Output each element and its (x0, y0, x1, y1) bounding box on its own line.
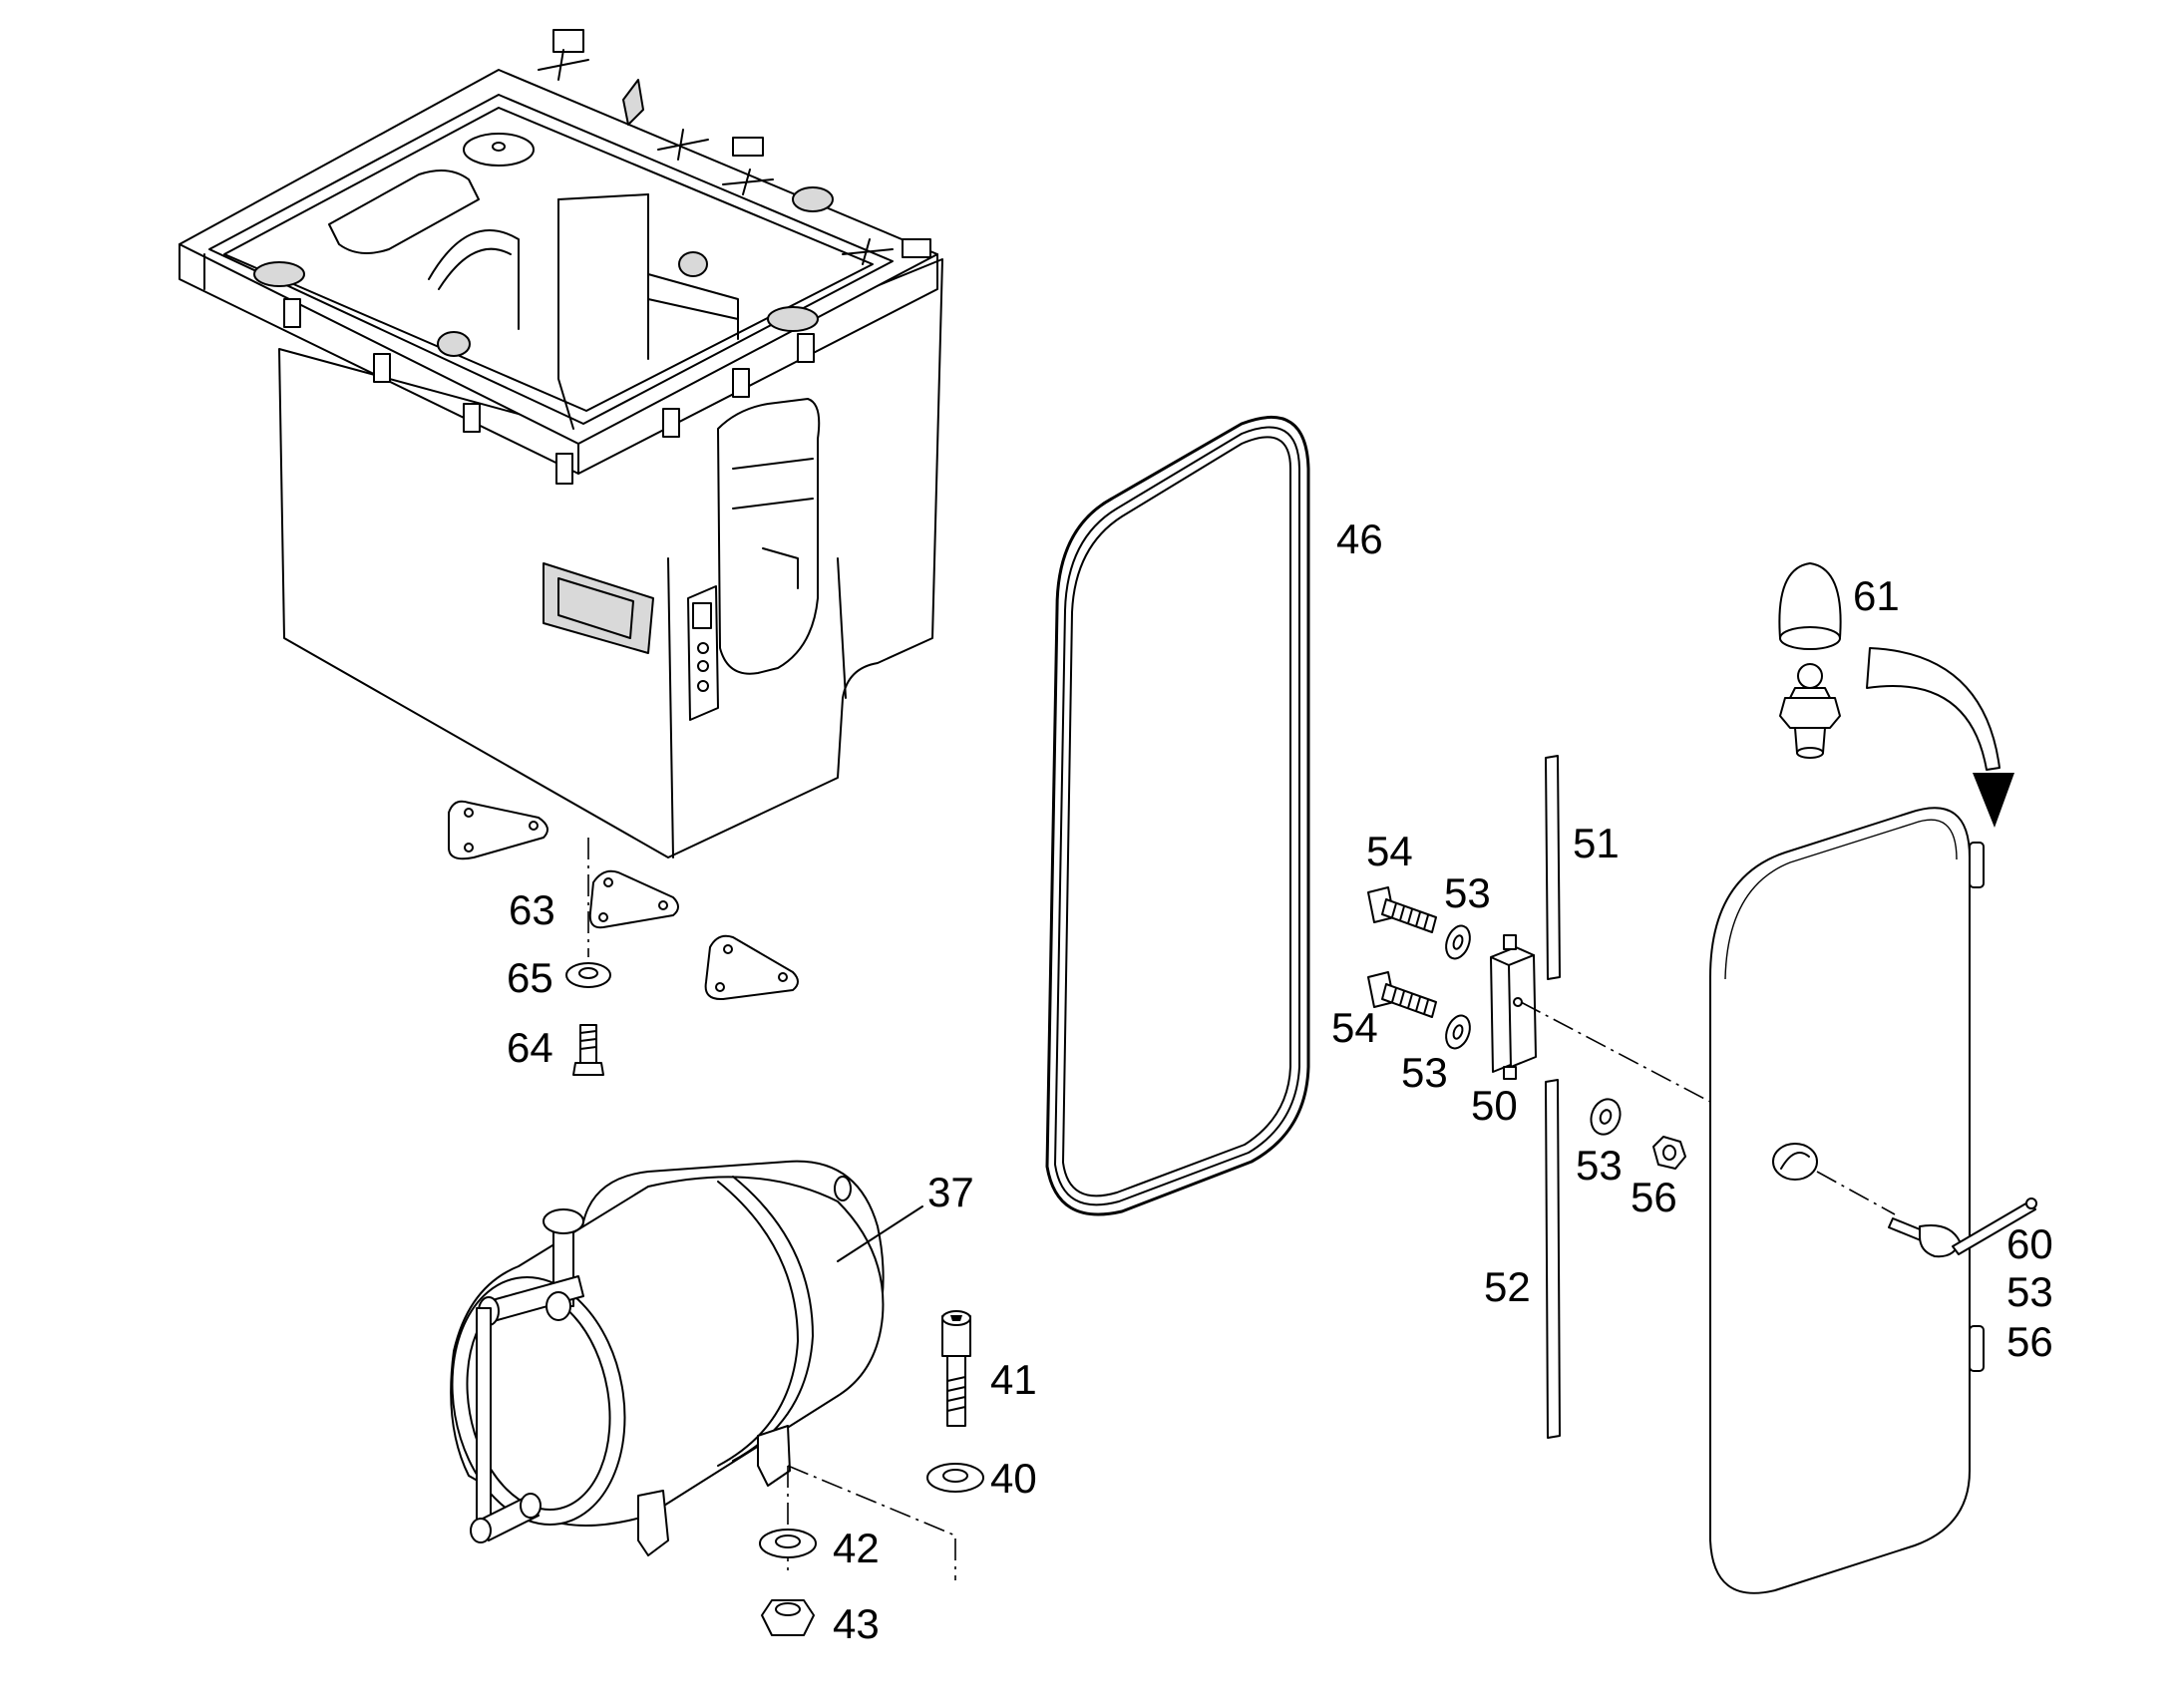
callout-54-lower: 54 (1331, 1004, 1378, 1051)
tank-37 (450, 1160, 885, 1556)
callout-60: 60 (2006, 1220, 2053, 1267)
callout-63: 63 (509, 886, 555, 933)
grease-nipple (1779, 663, 1841, 759)
callout-52: 52 (1484, 1263, 1531, 1310)
callout-40: 40 (990, 1455, 1037, 1502)
callout-65: 65 (507, 954, 553, 1001)
hinge-plate-50 (1490, 934, 1537, 1080)
washer-40 (926, 1463, 984, 1493)
strip-52 (1545, 1079, 1561, 1439)
bolt-54-upper (1367, 886, 1437, 933)
callout-51: 51 (1573, 820, 1620, 866)
callout-50: 50 (1471, 1082, 1518, 1129)
bolt-64 (572, 1024, 604, 1076)
nut-43 (761, 1599, 815, 1636)
callout-46: 46 (1336, 515, 1383, 562)
callout-56-door: 56 (2006, 1318, 2053, 1365)
callout-54-upper: 54 (1366, 828, 1413, 874)
callout-53-upper: 53 (1444, 869, 1491, 916)
bolt-41 (941, 1310, 971, 1427)
nut-56-middle (1652, 1136, 1686, 1170)
strip-51 (1545, 755, 1561, 980)
callout-56-middle: 56 (1631, 1174, 1677, 1220)
callout-53-lower: 53 (1401, 1049, 1448, 1096)
washer-53-middle (1590, 1098, 1622, 1136)
callout-41: 41 (990, 1356, 1037, 1403)
washer-42 (759, 1529, 817, 1558)
mounting-plates (448, 800, 799, 1001)
door-panel (1709, 807, 1985, 1594)
callout-42: 42 (833, 1525, 880, 1571)
cap-61 (1778, 562, 1842, 650)
callout-37: 37 (927, 1169, 974, 1215)
callout-53-door: 53 (2006, 1268, 2053, 1315)
callout-64: 64 (507, 1024, 553, 1071)
callout-53-middle: 53 (1576, 1142, 1623, 1189)
washer-53-lower (1445, 1014, 1471, 1050)
curved-arrow (1866, 647, 2014, 828)
washer-65 (565, 962, 611, 988)
washer-53-upper (1445, 924, 1471, 960)
gasket-46 (1045, 415, 1310, 1216)
handle-60 (1888, 1197, 2037, 1258)
housing-frame (179, 29, 943, 858)
bolt-54-lower (1367, 971, 1437, 1018)
callout-61: 61 (1853, 572, 1900, 619)
callout-43: 43 (833, 1600, 880, 1647)
leader-37 (837, 1205, 923, 1262)
